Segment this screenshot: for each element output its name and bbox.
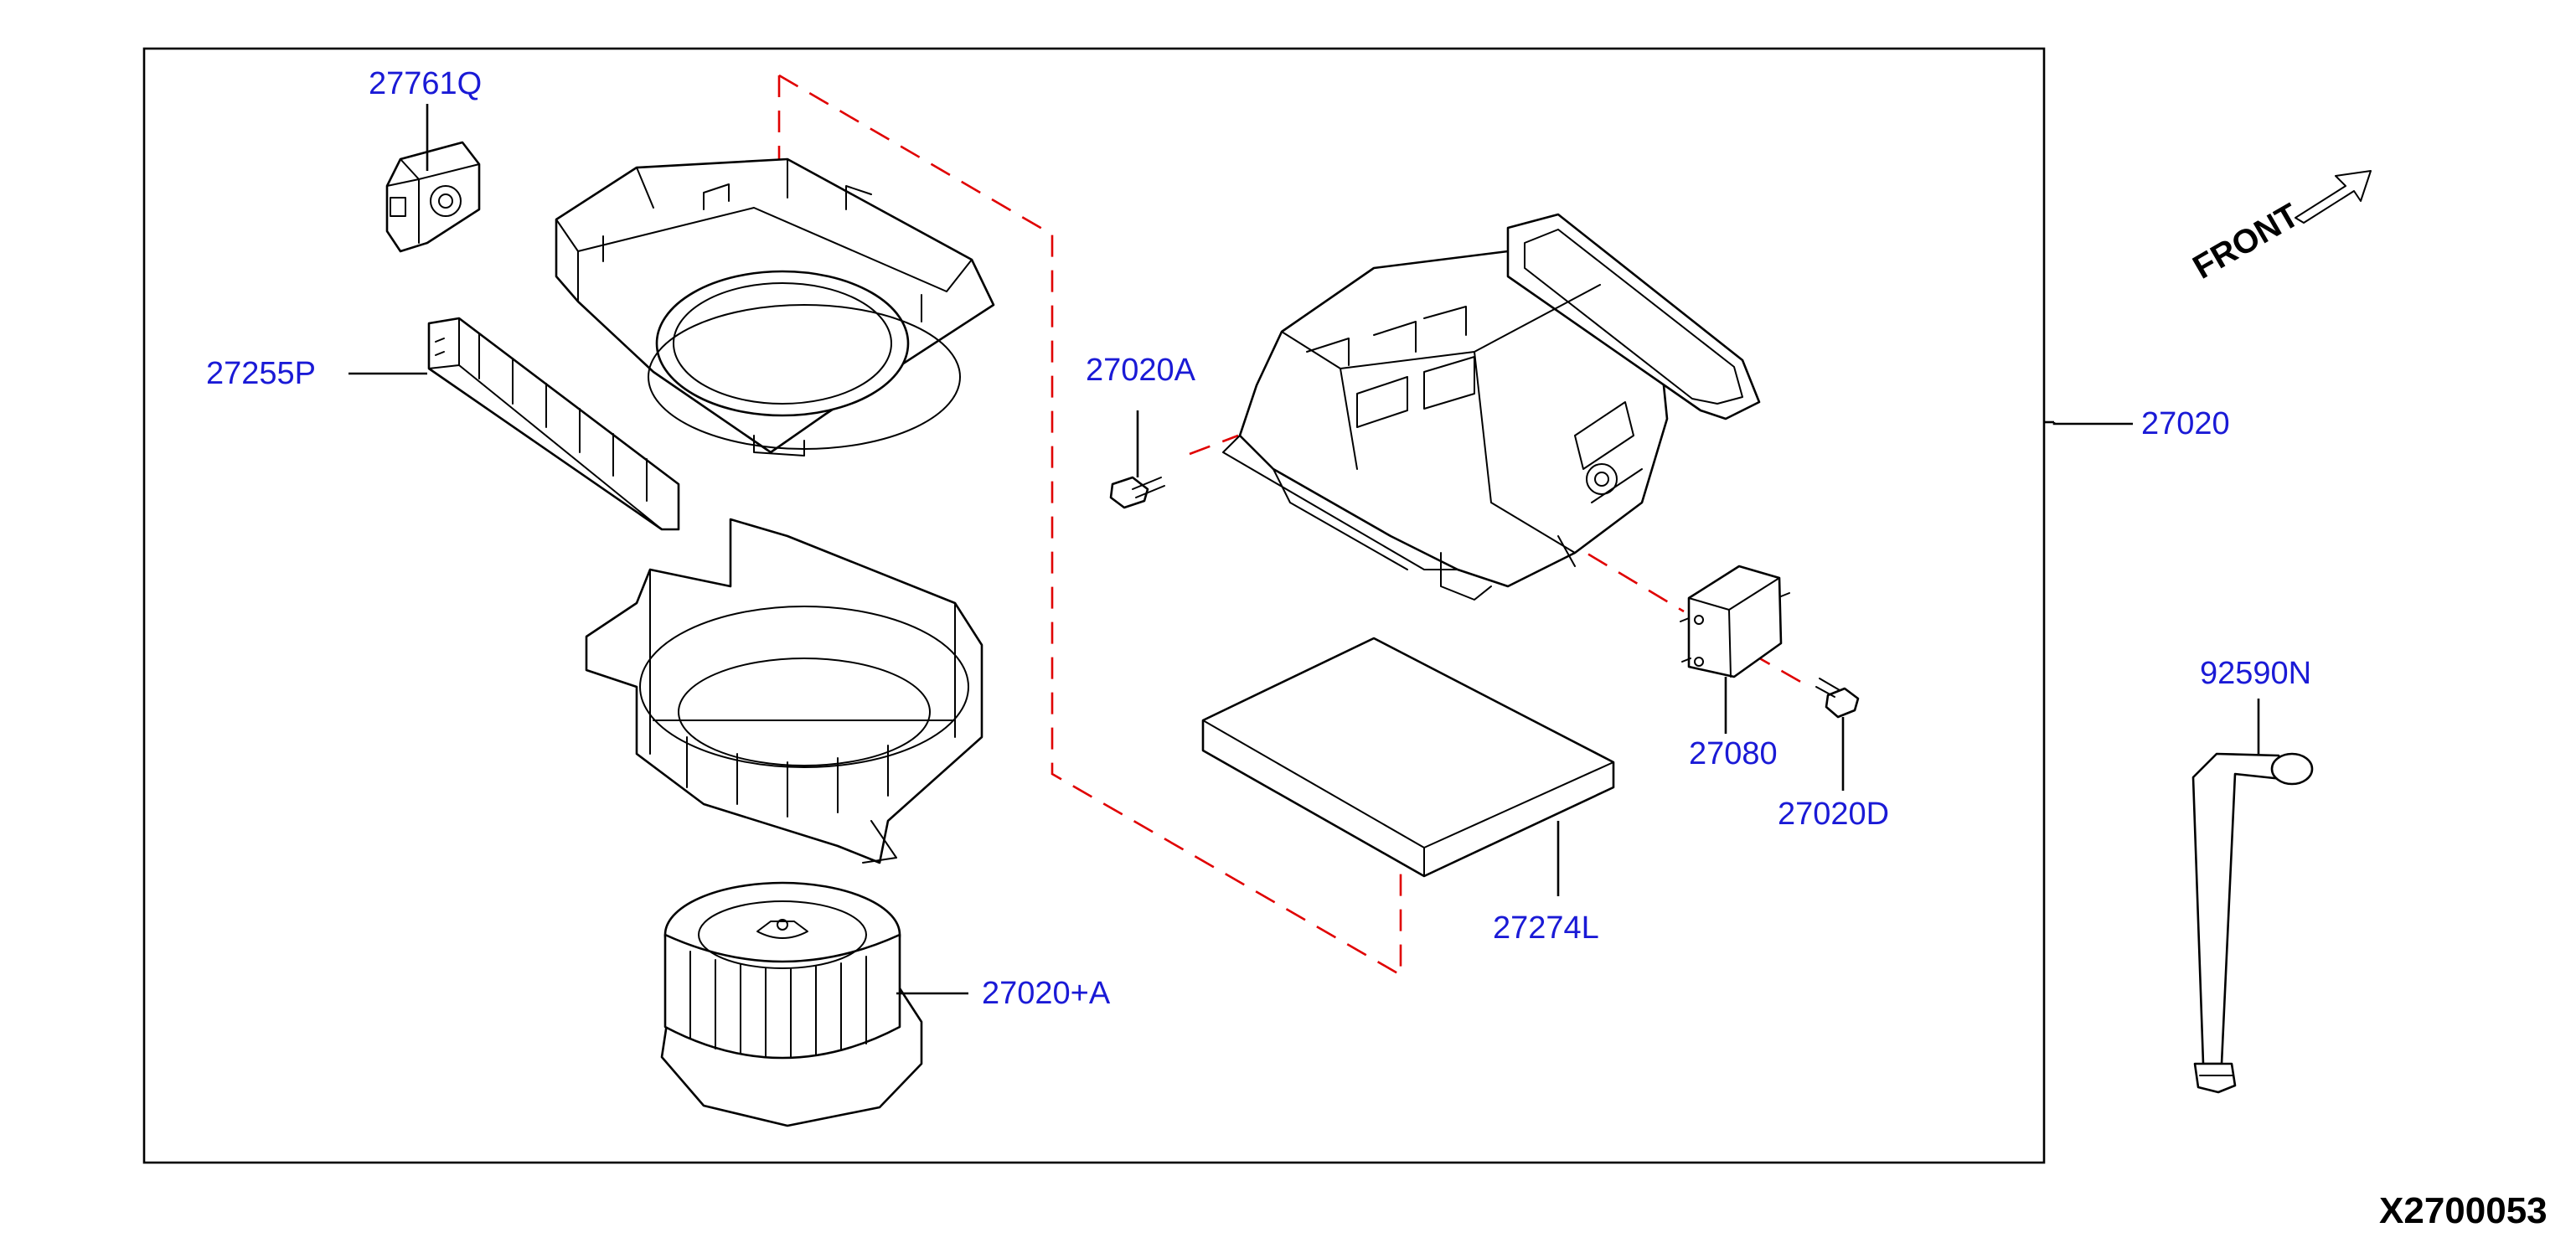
blower-scroll-housing-part (585, 518, 983, 864)
diagram-code: X2700053 (2379, 1190, 2548, 1231)
label-screw-d: 27020D (1778, 797, 1889, 832)
blower-case-upper-part (555, 157, 995, 456)
cabin-filter-part (1201, 637, 1615, 878)
diagram-frame (142, 47, 2046, 1164)
label-screw-a: 27020A (1086, 353, 1196, 388)
label-hose: 92590N (2200, 656, 2311, 691)
label-filter-door: 27255P (206, 356, 316, 391)
front-direction-arrow (2295, 170, 2372, 224)
leader-lines (348, 104, 2260, 995)
heater-unit-part (1222, 213, 1761, 601)
label-amplifier: 27080 (1689, 736, 1778, 771)
amplifier-part (1680, 565, 1790, 678)
screw-d-part (1815, 678, 1860, 719)
label-filter: 27274L (1493, 910, 1599, 946)
label-heater-unit: 27020 (2141, 406, 2230, 441)
screw-a-part (1109, 476, 1165, 509)
actuator-part (385, 141, 481, 253)
assembly-guide-lines (777, 74, 1810, 977)
drain-hose-part (2191, 752, 2314, 1094)
blower-motor-part (660, 881, 923, 1127)
filter-door-part (427, 317, 680, 531)
label-motor: 27020+A (982, 976, 1111, 1011)
label-actuator: 27761Q (369, 66, 482, 101)
front-label: FRONT (2187, 197, 2305, 286)
part-labels: 27761Q 27255P 27020A 27020 27020+A 27274… (206, 66, 2311, 1011)
